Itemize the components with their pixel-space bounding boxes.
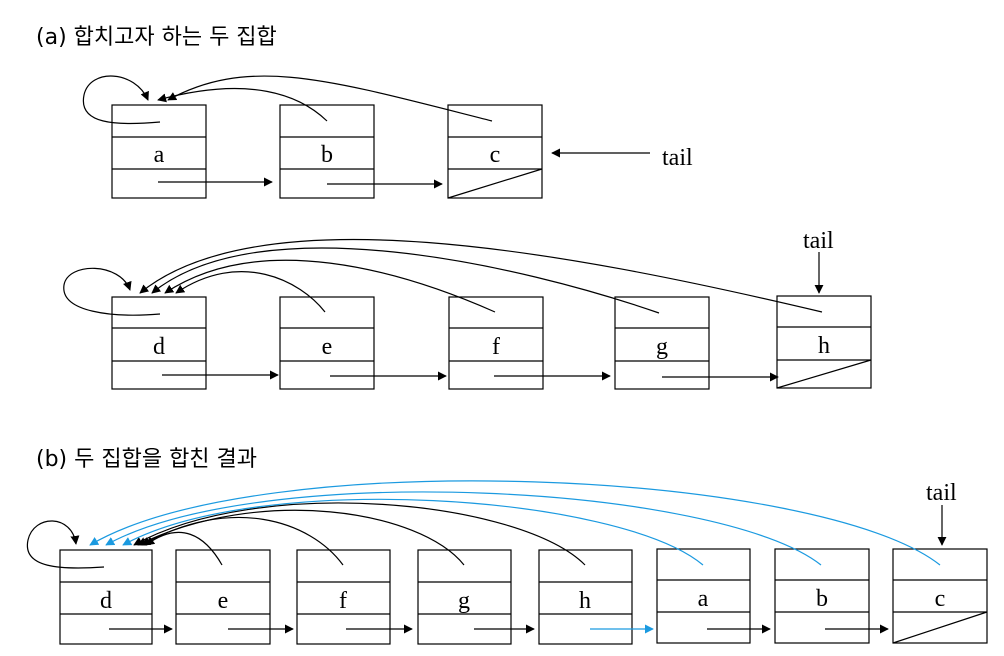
head-self-arrow	[26, 520, 105, 569]
head-arrow-merged	[122, 498, 704, 566]
set1-node-c: c	[447, 104, 543, 199]
tail-label-merged: tail	[926, 480, 957, 506]
node-label: g	[458, 588, 470, 614]
merged-node-h: h	[538, 549, 633, 645]
node-label: c	[935, 586, 946, 612]
node-label: f	[492, 334, 500, 360]
node-label: b	[816, 586, 828, 612]
head-arrow	[175, 271, 326, 313]
null-slash	[892, 611, 988, 644]
tail-label-1: tail	[662, 145, 693, 171]
node-label: h	[818, 333, 830, 359]
head-arrow	[145, 531, 223, 566]
node-label: a	[154, 142, 165, 168]
node-label: e	[322, 334, 333, 360]
node-label: c	[490, 142, 501, 168]
merged-node-a: a	[656, 548, 751, 644]
null-slash	[776, 359, 872, 389]
set2-node-e: e	[279, 296, 375, 390]
node-label: b	[321, 142, 333, 168]
head-arrow	[137, 509, 465, 566]
set2-node-h: h	[776, 295, 872, 389]
section-b-title: (b) 두 집합을 합친 결과	[36, 447, 257, 472]
set2-node-f: f	[448, 296, 544, 390]
head-arrow	[133, 502, 586, 566]
head-arrow-merged	[89, 480, 941, 566]
merged-node-f: f	[296, 549, 391, 645]
set1-node-b: b	[279, 104, 375, 199]
node-label: d	[153, 334, 165, 360]
head-arrow	[167, 75, 493, 122]
merged-node-e: e	[175, 549, 271, 645]
head-arrow	[157, 88, 328, 122]
node-label: f	[339, 588, 347, 614]
head-self-arrow	[82, 75, 161, 125]
node-label: h	[579, 588, 591, 614]
node-label: d	[100, 588, 112, 614]
node-label: g	[656, 334, 668, 360]
null-slash	[447, 168, 543, 199]
merged-node-g: g	[417, 549, 512, 645]
section-a-title: (a) 합치고자 하는 두 집합	[36, 25, 277, 50]
head-arrow-merged	[105, 491, 822, 566]
head-arrow	[151, 247, 660, 314]
set1-node-a: a	[111, 104, 207, 199]
tail-label-2: tail	[803, 228, 834, 254]
head-arrow	[164, 259, 496, 313]
set2-node-g: g	[614, 296, 710, 390]
node-label: e	[218, 588, 229, 614]
node-label: a	[698, 586, 709, 612]
merged-node-d: d	[59, 549, 153, 645]
merged-node-c: c	[892, 548, 988, 644]
head-arrow	[139, 238, 823, 313]
merged-node-b: b	[774, 548, 870, 644]
head-self-arrow	[63, 267, 161, 316]
set2-node-d: d	[111, 296, 207, 390]
